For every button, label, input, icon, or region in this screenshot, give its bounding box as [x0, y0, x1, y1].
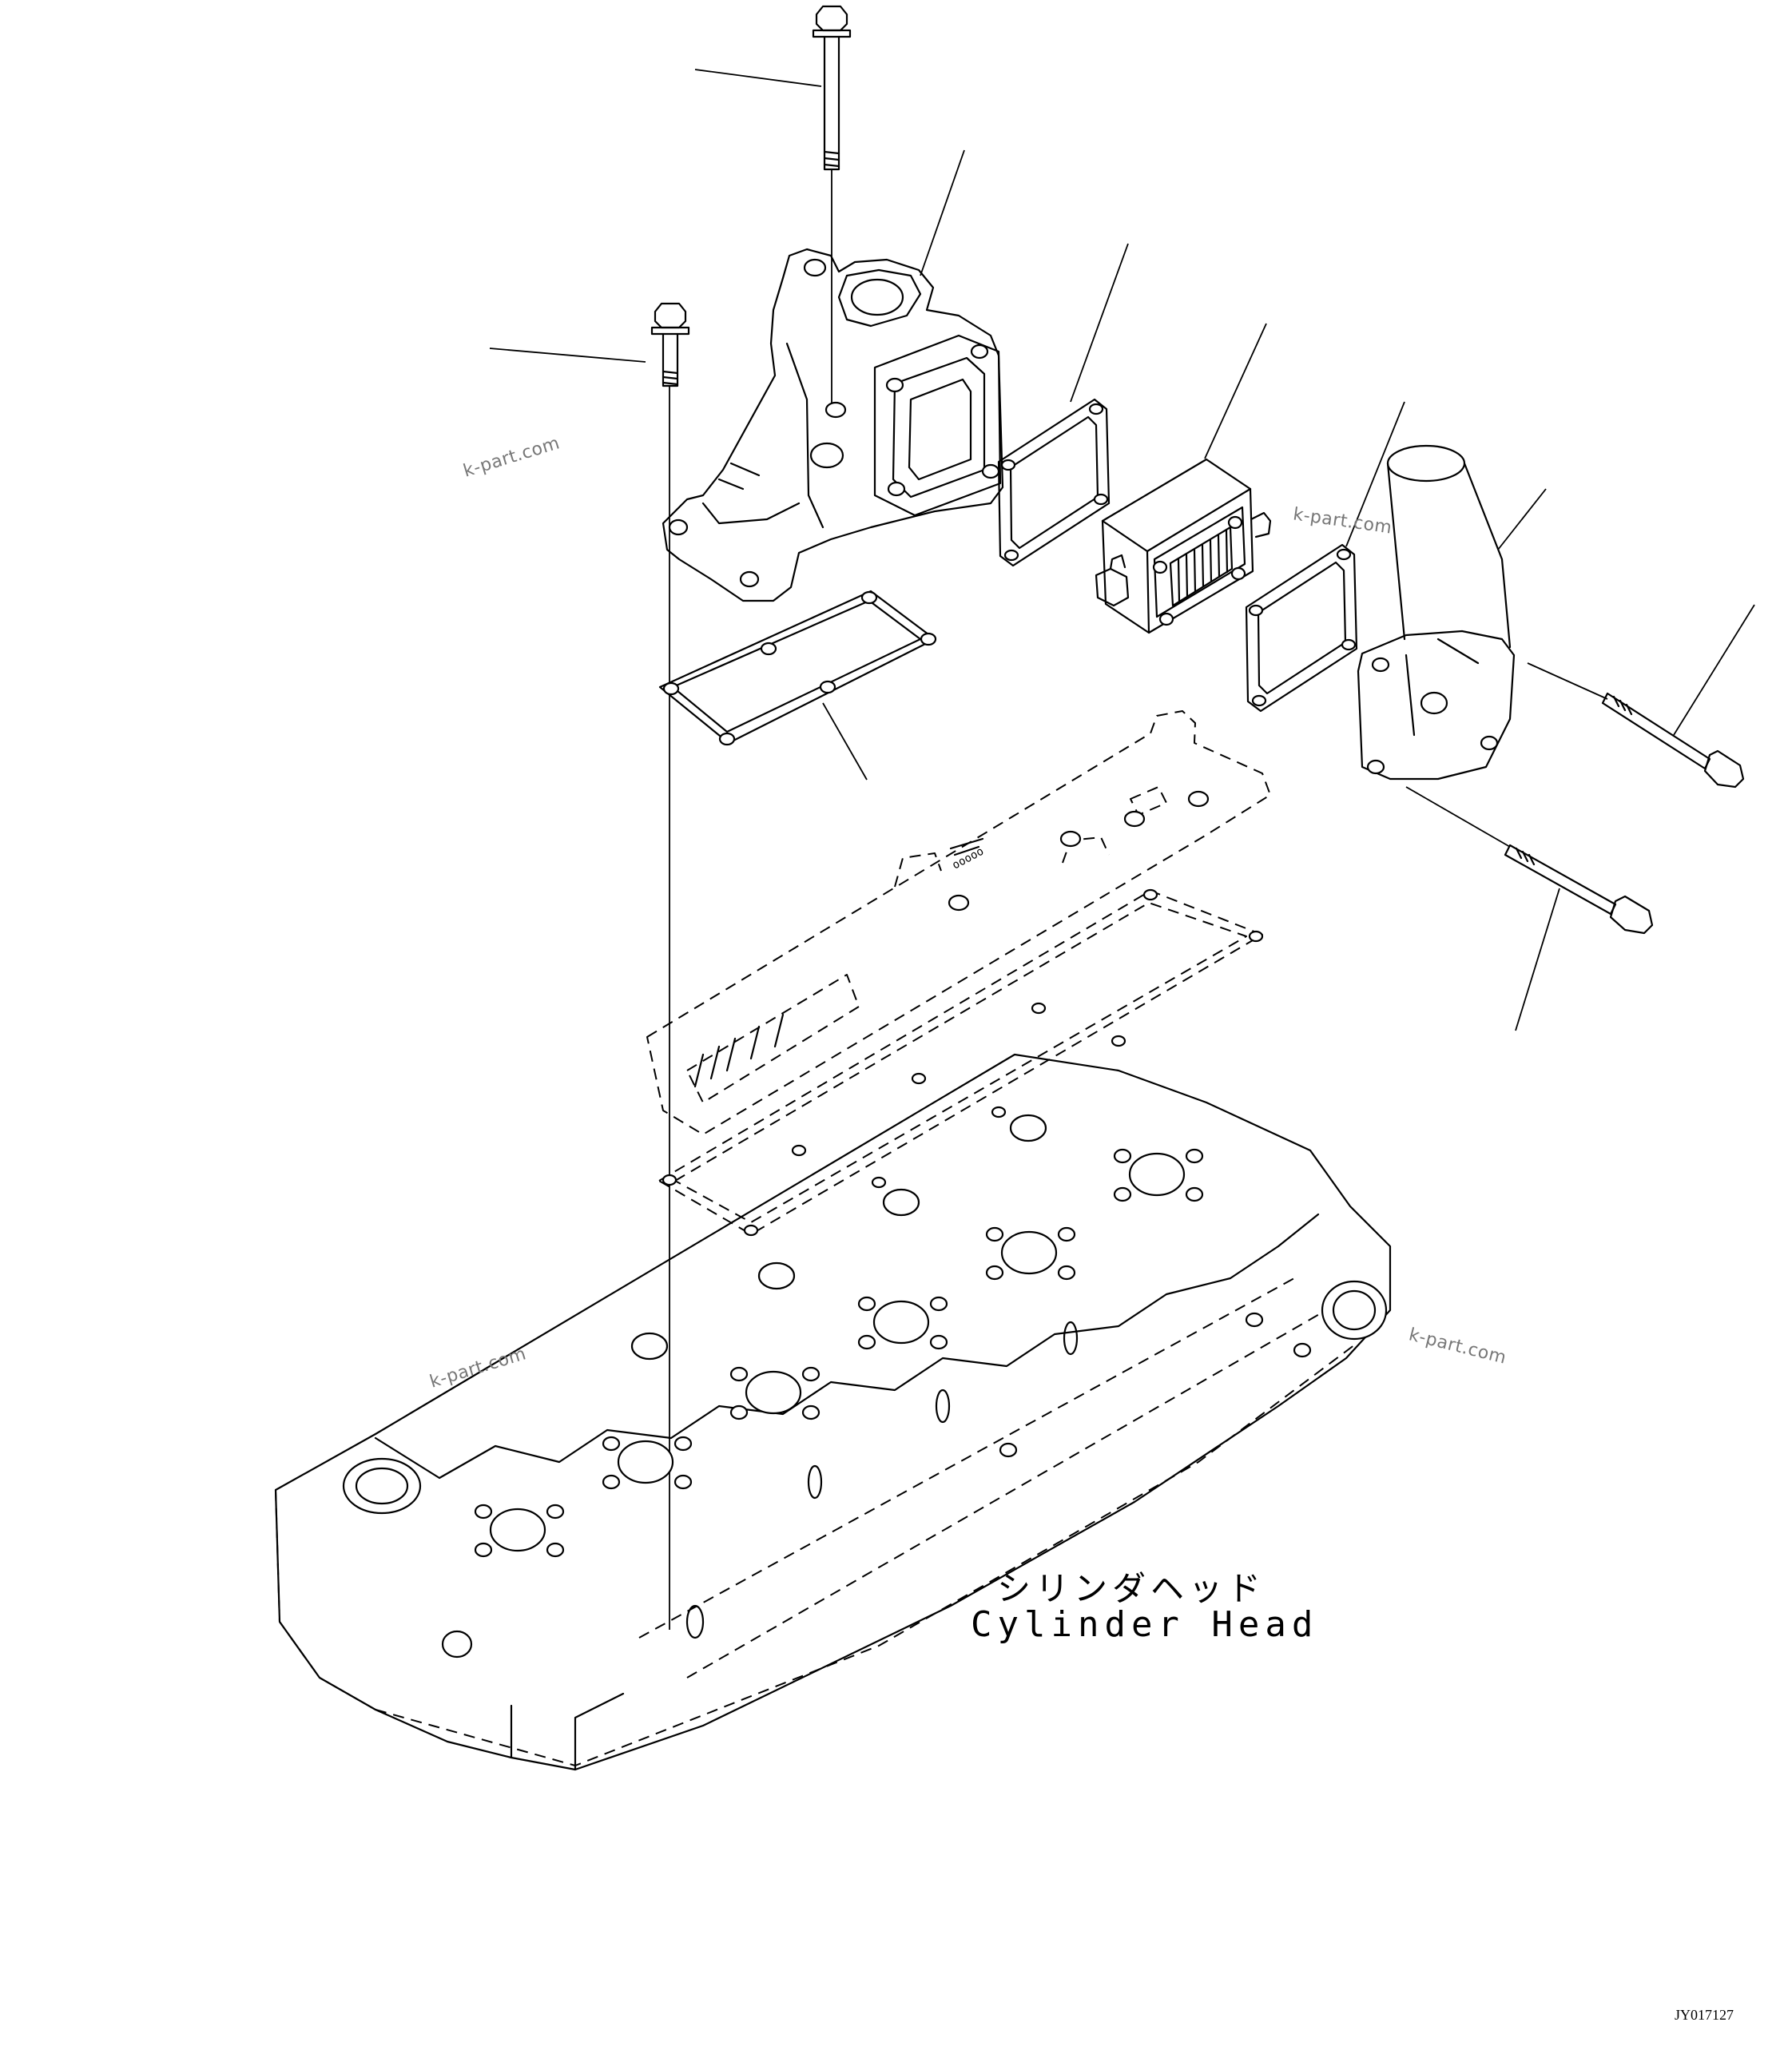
bolt-right-2 — [1405, 786, 1654, 935]
leader-short-bolt — [489, 348, 646, 363]
part-label-english: Cylinder Head — [971, 1604, 1319, 1645]
drawing-code: JY017127 — [1675, 2007, 1734, 2023]
leader-gasket-lower — [822, 702, 868, 781]
gasket-upper — [658, 590, 937, 746]
valve-group-1 — [474, 1504, 565, 1558]
part-label-japanese: シリンダヘッド — [997, 1569, 1266, 1608]
short-bolt — [650, 302, 690, 1630]
valve-group-3 — [729, 1366, 821, 1420]
leader-heater — [1204, 323, 1267, 459]
leader-bolt-right-2 — [1515, 888, 1560, 1031]
intake-cover — [646, 710, 1271, 1135]
leader-long-bolt — [694, 69, 822, 87]
cover-stamp: ooooo — [950, 845, 986, 872]
valve-group-5 — [985, 1226, 1076, 1281]
intake-pipe — [1357, 444, 1516, 781]
gasket-square-2 — [1245, 543, 1358, 713]
valve-group-6 — [1113, 1148, 1204, 1202]
cylinder-head — [274, 1053, 1392, 1771]
intake-connector — [662, 248, 1004, 602]
leader-pipe — [1497, 488, 1547, 550]
leader-lines — [489, 69, 1755, 1031]
gasket-lower — [658, 888, 1264, 1237]
gasket-square-1 — [997, 398, 1111, 567]
leader-intake-connector — [920, 149, 965, 276]
valve-group-2 — [602, 1436, 693, 1490]
air-heater — [1095, 458, 1272, 634]
valve-group-4 — [857, 1296, 948, 1350]
bolt-right-1 — [1527, 662, 1745, 789]
leader-bolt-right-1 — [1673, 604, 1755, 736]
long-bolt — [812, 5, 852, 411]
leader-gasket-2 — [1345, 401, 1405, 547]
leader-gasket-1 — [1070, 243, 1129, 403]
